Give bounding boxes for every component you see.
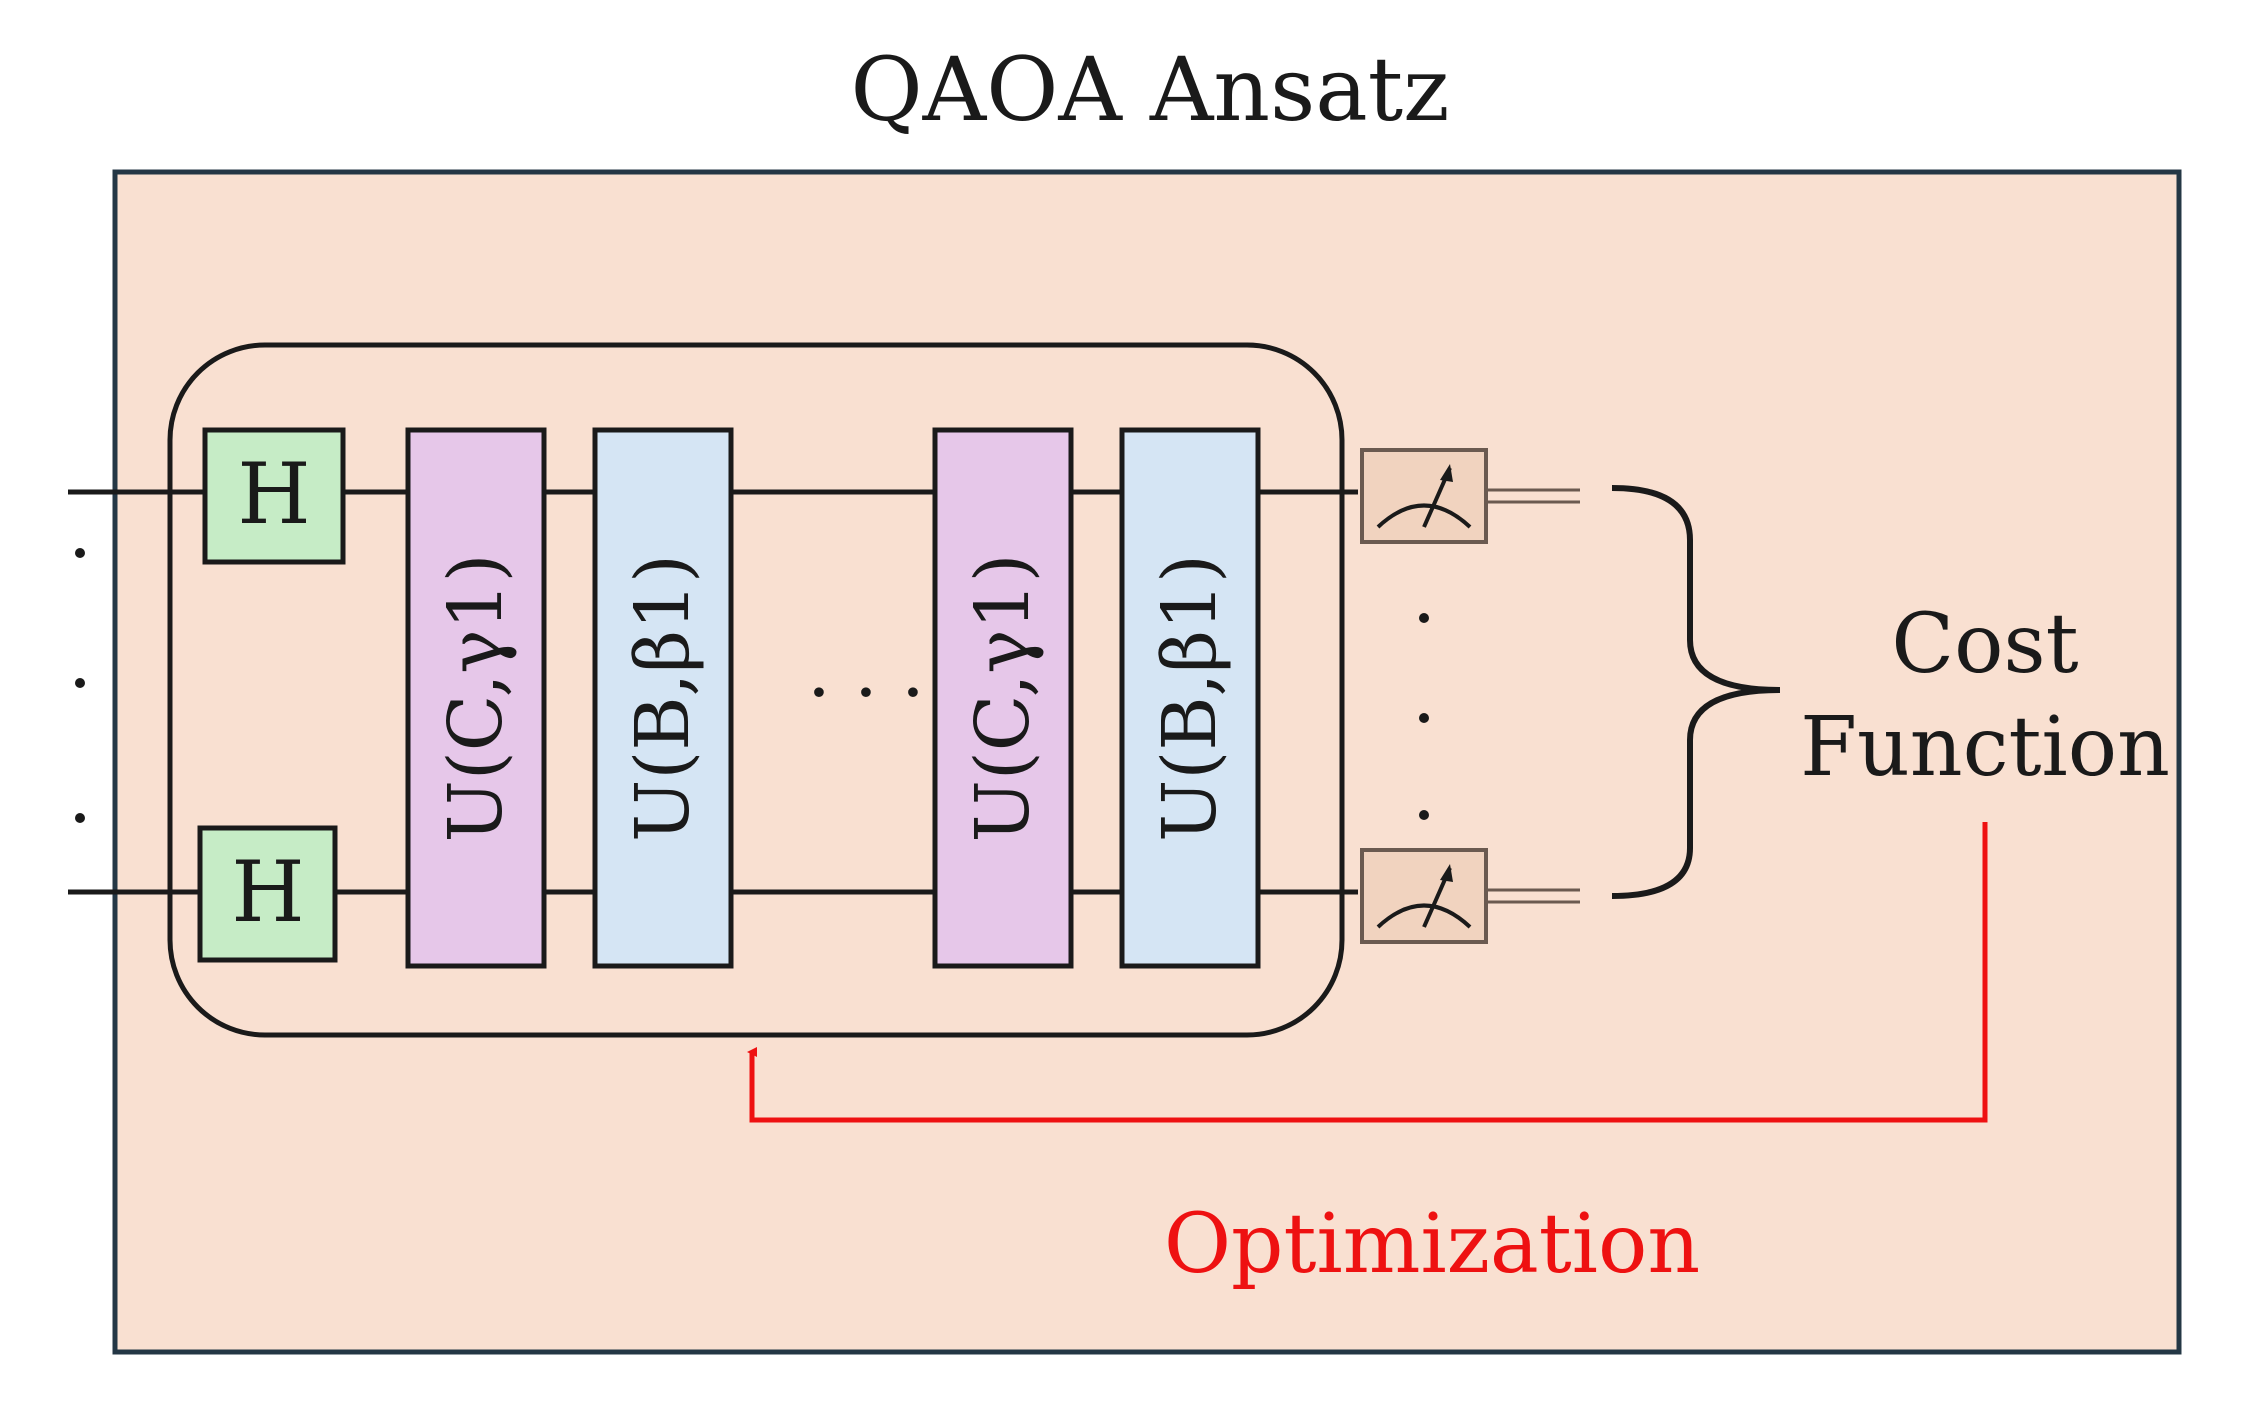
meter-needle-head-icon — [1440, 864, 1453, 882]
measurement-dot — [1419, 613, 1429, 623]
classical-wire-top — [1486, 488, 1580, 504]
meter-arc-icon — [1376, 503, 1472, 529]
cost-function-line1: Cost — [1891, 597, 2078, 692]
unitary-block-4-box — [1119, 427, 1261, 969]
left-vertical-dots — [75, 548, 85, 823]
hadamard-gate-top-label: H — [237, 445, 310, 543]
measurement-box-bottom — [1360, 848, 1488, 944]
measurement-vertical-dots — [1419, 613, 1429, 820]
unitary-block-4: U(B,β1) — [1119, 427, 1261, 969]
unitary-block-3: U(C,γ1) — [932, 427, 1074, 969]
curly-brace — [1611, 485, 1781, 899]
unitary-block-2-label: U(B,β1) — [620, 554, 706, 842]
measurement-dot — [1419, 713, 1429, 723]
measurement-gate-bottom — [1360, 848, 1488, 944]
unitary-block-2: U(B,β1) — [592, 427, 734, 969]
classical-wire-bottom — [1486, 888, 1580, 904]
unitary-block-3-box — [932, 427, 1074, 969]
cost-function-line2: Function — [1800, 700, 2170, 795]
unitary-block-2-box — [592, 427, 734, 969]
unitary-block-3-label: U(C,γ1) — [960, 554, 1046, 843]
hadamard-gate-bottom-label: H — [231, 843, 304, 941]
layer-container — [167, 342, 1345, 1038]
hadamard-gate-bottom — [197, 825, 338, 963]
unitary-block-1-label: U(C,γ1) — [433, 554, 519, 843]
left-dot — [75, 548, 85, 558]
hadamard-gate-top — [202, 427, 346, 565]
measurement-gate-top — [1360, 448, 1488, 544]
unitary-block-1-box — [405, 427, 547, 969]
layers-ellipsis: · · · — [807, 650, 925, 736]
diagram-title: QAOA Ansatz — [851, 38, 1450, 141]
optimization-feedback-arrow — [747, 822, 1988, 1123]
optimization-label: Optimization — [1164, 1197, 1700, 1292]
meter-arc-icon — [1376, 903, 1472, 929]
left-dot — [75, 813, 85, 823]
meter-needle-head-icon — [1440, 464, 1453, 482]
unitary-block-1: U(C,γ1) — [405, 427, 547, 969]
left-dot — [75, 678, 85, 688]
measurement-box-top — [1360, 448, 1488, 544]
unitary-block-4-label: U(B,β1) — [1147, 554, 1233, 842]
measurement-dot — [1419, 810, 1429, 820]
